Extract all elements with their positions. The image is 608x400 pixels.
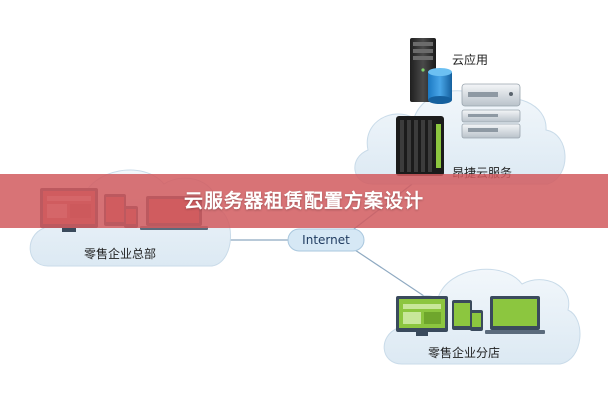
internet-label: Internet — [302, 233, 350, 247]
link-internet-branch — [354, 249, 431, 301]
cloud-app-label: 云应用 — [452, 53, 489, 67]
branch-label: 零售企业分店 — [428, 346, 501, 360]
page-title: 云服务器租赁配置方案设计 — [183, 190, 424, 212]
database-icon — [428, 68, 452, 104]
internet-bubble — [287, 228, 365, 252]
storage-units-icon — [461, 83, 521, 139]
title-banner — [0, 174, 608, 228]
rack-server-icon — [396, 116, 444, 176]
hq-label: 零售企业总部 — [84, 247, 157, 261]
branch-devices-icon — [396, 296, 545, 336]
